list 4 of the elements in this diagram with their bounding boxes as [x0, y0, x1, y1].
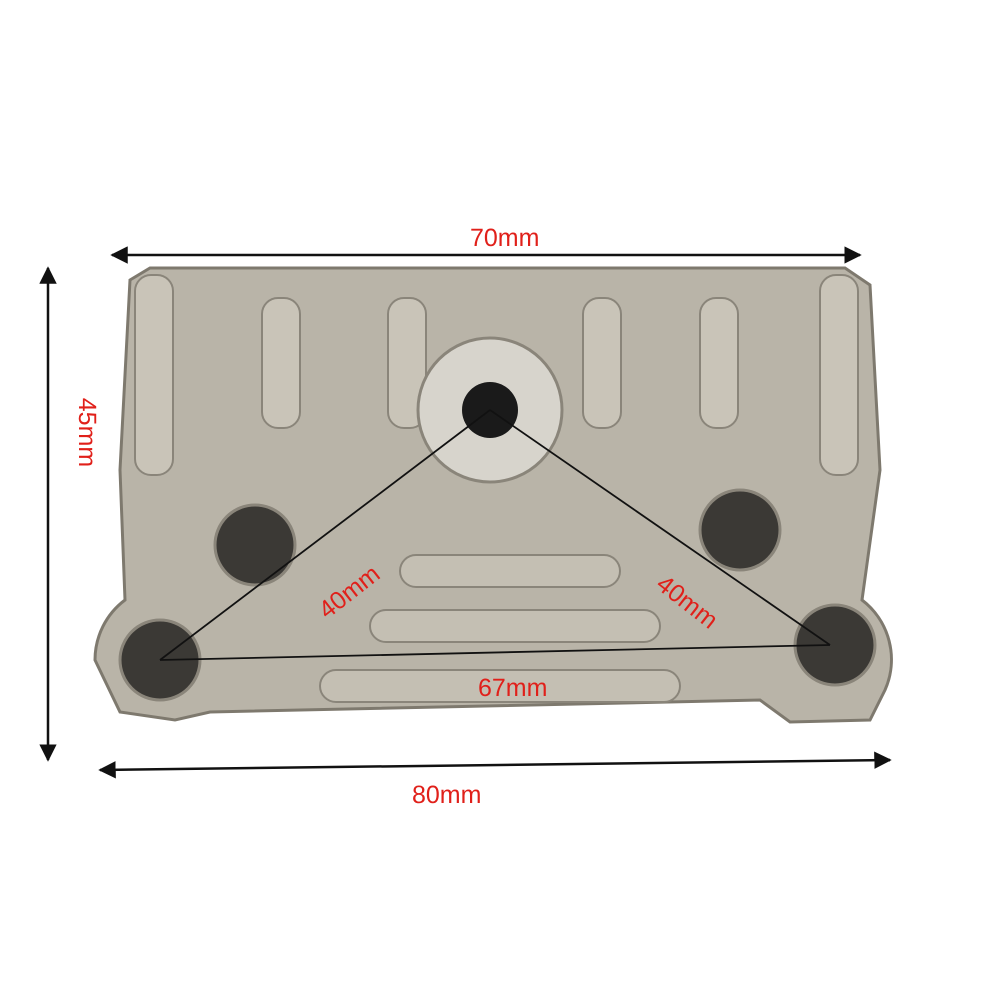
dimension-label: 70mm [470, 226, 540, 251]
dimension-label: 45mm [74, 398, 100, 468]
dimension-label: 80mm [412, 783, 482, 808]
dimension-label: 67mm [478, 676, 548, 701]
